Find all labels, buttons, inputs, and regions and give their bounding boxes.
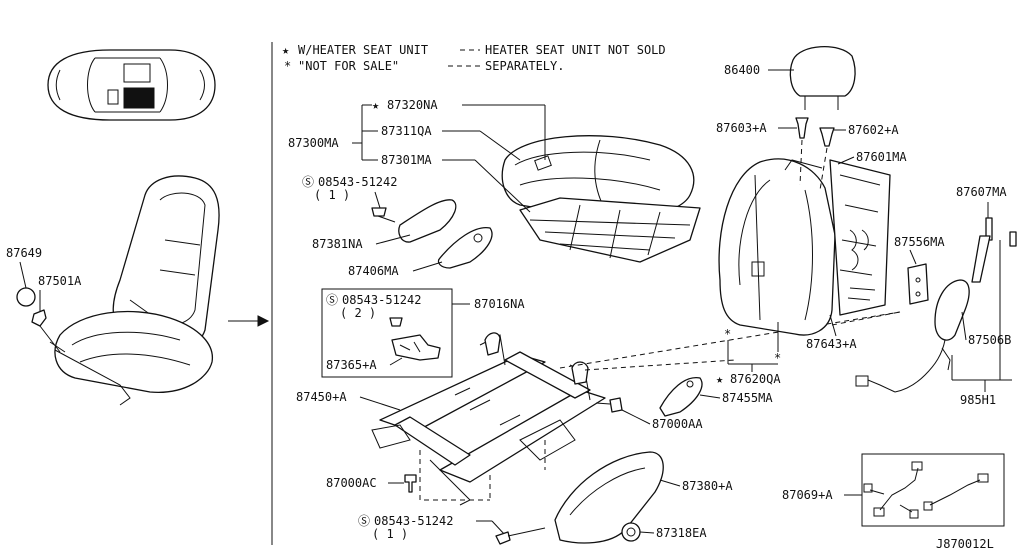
circled-s-icon: Ⓢ (326, 293, 338, 307)
legend-note-line1: HEATER SEAT UNIT NOT SOLD (485, 43, 666, 57)
label-87365A: 87365+A (326, 358, 377, 372)
harness-87069A (863, 461, 989, 519)
part-87381NA (398, 199, 457, 243)
label-87069A: 87069+A (782, 488, 833, 502)
label-87380A: 87380+A (682, 479, 733, 493)
label-87320NA: 87320NA (387, 98, 438, 112)
label-87301MA: 87301MA (381, 153, 432, 167)
detail-arrow (228, 315, 270, 327)
seat-frame-87450A (371, 332, 606, 506)
label-08543-bot-qty: ( 1 ) (372, 527, 408, 541)
label-87406MA: 87406MA (348, 264, 399, 278)
headrest-86400 (789, 45, 856, 110)
label-87601MA: 87601MA (856, 150, 907, 164)
label-87311QA: 87311QA (381, 124, 432, 138)
star-icon: ★ (372, 98, 379, 112)
asterisk-icon: * (774, 351, 781, 365)
heater-connector (751, 261, 765, 277)
label-87649: 87649 (6, 246, 42, 260)
label-87556MA: 87556MA (894, 235, 945, 249)
part-87455MA (659, 377, 703, 417)
label-08543-box: 08543-51242 (342, 293, 421, 307)
label-87000AA: 87000AA (652, 417, 703, 431)
star-icon: ★ (282, 43, 289, 57)
circled-s-icon: Ⓢ (358, 514, 370, 528)
label-08543-top-qty: ( 1 ) (314, 188, 350, 202)
label-87016NA: 87016NA (474, 297, 525, 311)
label-87643A: 87643+A (806, 337, 857, 351)
circled-s-icon: Ⓢ (302, 175, 314, 189)
legend-star-text: W/HEATER SEAT UNIT (298, 43, 428, 57)
part-87506B (934, 279, 970, 341)
label-87000AC: 87000AC (326, 476, 377, 490)
label-08543-box-qty: ( 2 ) (340, 306, 376, 320)
bolt-08543-box (389, 317, 403, 327)
part-87318EA (621, 522, 641, 542)
part-87380A (554, 451, 664, 544)
label-87506B: 87506B (968, 333, 1011, 347)
highlighted-seat-position (123, 87, 155, 109)
label-87620QA: 87620QA (730, 372, 781, 386)
back-frame-87601MA (829, 159, 891, 316)
label-87318EA: 87318EA (656, 526, 707, 540)
label-87381NA: 87381NA (312, 237, 363, 251)
label-87602A: 87602+A (848, 123, 899, 137)
part-87556MA (907, 263, 929, 305)
bolt-87000AC (404, 474, 417, 493)
bolt-08543-top (371, 207, 387, 217)
label-87300MA: 87300MA (288, 136, 339, 150)
inset-box-87069A (861, 453, 1005, 527)
part-87365A (391, 334, 441, 361)
label-87603A: 87603+A (716, 121, 767, 135)
label-87607MA: 87607MA (956, 185, 1007, 199)
guide-87602A (819, 127, 835, 147)
seat-assembly-overview (16, 175, 220, 406)
legend: ★ W/HEATER SEAT UNIT * "NOT FOR SALE" HE… (282, 43, 666, 73)
star-icon: ★ (716, 372, 723, 386)
part-87607MA (971, 235, 991, 283)
bolt-08543-bot (495, 531, 511, 545)
seat-backrest (718, 158, 836, 336)
seat-cushion-group (501, 135, 701, 263)
label-08543-bot: 08543-51242 (374, 514, 453, 528)
label-86400: 86400 (724, 63, 760, 77)
label-87450A: 87450+A (296, 390, 347, 404)
inset-box-87016NA (321, 288, 453, 378)
car-top-view (47, 49, 216, 121)
asterisk-icon: * (724, 327, 731, 341)
87501A-bolt (31, 309, 47, 327)
label-08543-top: 08543-51242 (318, 175, 397, 189)
asterisk-icon: * (284, 59, 291, 73)
part-87406MA (437, 227, 493, 269)
label-87455MA: 87455MA (722, 391, 773, 405)
legend-note-line2: SEPARATELY. (485, 59, 564, 73)
bolt-87000AA (609, 397, 623, 413)
diagram-code: J870012L (936, 537, 994, 551)
guide-87603A (795, 117, 809, 139)
label-87501A: 87501A (38, 274, 82, 288)
87649-knob (16, 287, 36, 307)
legend-ast-text: "NOT FOR SALE" (298, 59, 399, 73)
label-985H1: 985H1 (960, 393, 996, 407)
